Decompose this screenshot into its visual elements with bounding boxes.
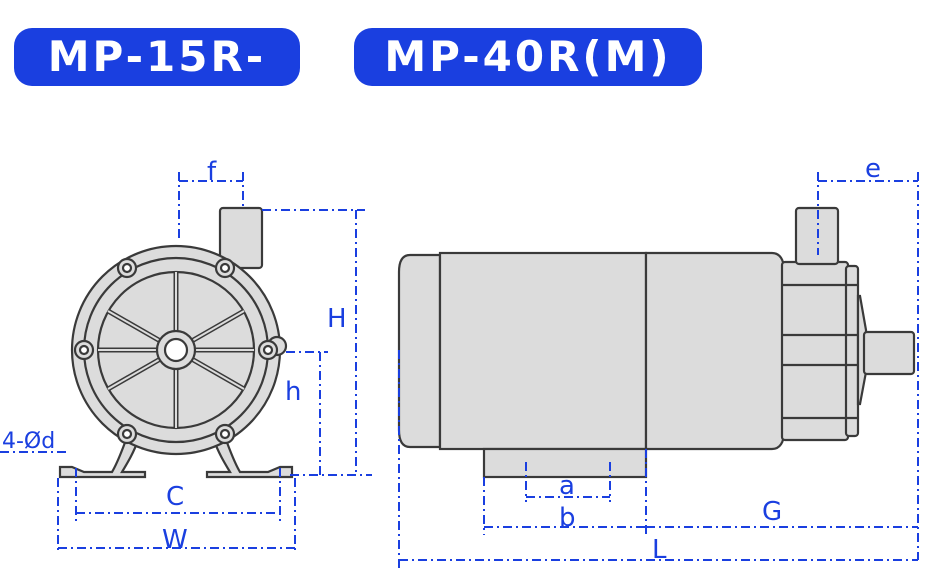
model-badge-mp15r: MP-15R- xyxy=(14,28,300,86)
side-motor-body xyxy=(438,251,648,451)
front-inlet-hole xyxy=(163,337,189,363)
side-motor-front xyxy=(644,251,786,451)
side-motor-end-cap xyxy=(397,253,442,449)
dim-label-a: a xyxy=(559,471,575,501)
dim-label-C: C xyxy=(166,482,184,512)
side-pump-head xyxy=(780,260,850,442)
dim-label-f: f xyxy=(207,157,217,187)
model-badge-mp40r: MP-40R(M) xyxy=(354,28,702,86)
dim-label-L: L xyxy=(652,535,667,565)
dim-label-H: H xyxy=(327,304,347,334)
side-pump-flange xyxy=(844,264,860,438)
front-bolts xyxy=(73,257,279,445)
dim-label-G: G xyxy=(762,497,782,527)
dimension-lines xyxy=(0,172,919,568)
side-view xyxy=(397,206,916,479)
dim-label-d: 4-Ød xyxy=(2,429,55,454)
dim-label-h: h xyxy=(285,377,301,407)
dim-label-W: W xyxy=(162,525,188,555)
dim-label-e: e xyxy=(865,154,881,184)
side-inlet-pipe xyxy=(862,330,916,376)
front-view xyxy=(58,206,294,479)
dim-label-b: b xyxy=(559,503,576,533)
